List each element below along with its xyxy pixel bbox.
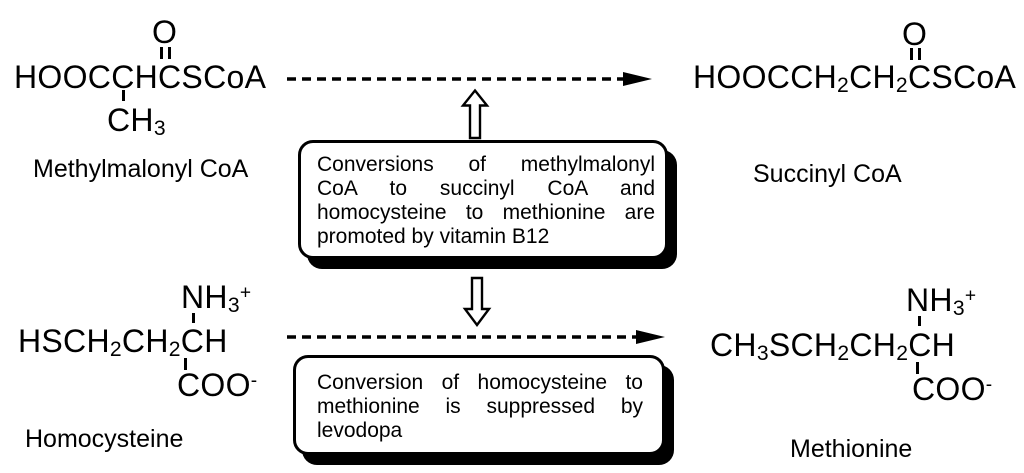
ammonium-group: NH3+ xyxy=(181,279,252,317)
methyl-group: CH3 xyxy=(107,102,166,140)
callout-line: CoA to succinyl CoA and xyxy=(317,177,655,200)
callout-vitamin-b12: Conversions of methylmalonyl CoA to succ… xyxy=(298,140,668,259)
single-bond xyxy=(122,90,125,101)
structure-methionine: NH3+ CH3SCH2CH2CH COO- Methionine xyxy=(710,272,1020,467)
dashed-reaction-arrow-bottom xyxy=(287,330,665,344)
main-chain-formula: HOOCCH2CH2CSCoA xyxy=(693,59,1017,97)
carboxylate-group: COO- xyxy=(912,371,993,407)
single-bond xyxy=(184,358,187,370)
callout-line: promoted by vitamin B12 xyxy=(317,225,550,248)
molecule-label: Methionine xyxy=(790,435,913,463)
up-block-arrow-icon xyxy=(460,88,490,140)
main-chain-formula: CH3SCH2CH2CH xyxy=(710,327,956,365)
dashed-reaction-arrow-top xyxy=(287,72,652,86)
structure-homocysteine: NH3+ HSCH2CH2CH COO- Homocysteine xyxy=(18,272,298,462)
molecule-label: Succinyl CoA xyxy=(753,160,902,188)
single-bond xyxy=(916,362,919,374)
callout-line: Conversion of homocysteine to xyxy=(317,371,643,394)
main-chain-formula: HOOCCHCSCoA xyxy=(14,59,267,95)
double-bond xyxy=(160,47,171,59)
down-block-arrow-icon xyxy=(462,276,492,327)
single-bond xyxy=(918,316,921,326)
callout-line: levodopa xyxy=(317,419,403,442)
callout-line: homocysteine to methionine are xyxy=(317,201,655,224)
molecule-label: Homocysteine xyxy=(25,425,184,453)
callout-line: methionine is suppressed by xyxy=(317,395,643,418)
single-bond xyxy=(192,313,195,323)
callout-line: Conversions of methylmalonyl xyxy=(317,153,655,176)
structure-succinyl-coa: O HOOCCH2CH2CSCoA Succinyl CoA xyxy=(693,8,1023,188)
structure-methylmalonyl-coa: O HOOCCHCSCoA CH3 Methylmalonyl CoA xyxy=(14,8,284,188)
carboxylate-group: COO- xyxy=(177,367,258,403)
main-chain-formula: HSCH2CH2CH xyxy=(18,323,228,361)
callout-levodopa: Conversion of homocysteine to methionine… xyxy=(293,355,665,455)
molecule-label: Methylmalonyl CoA xyxy=(33,155,249,183)
ammonium-group: NH3+ xyxy=(906,282,977,320)
carbonyl-oxygen-atom: O xyxy=(902,16,927,52)
carbonyl-oxygen-atom: O xyxy=(152,14,177,50)
double-bond xyxy=(910,48,921,60)
